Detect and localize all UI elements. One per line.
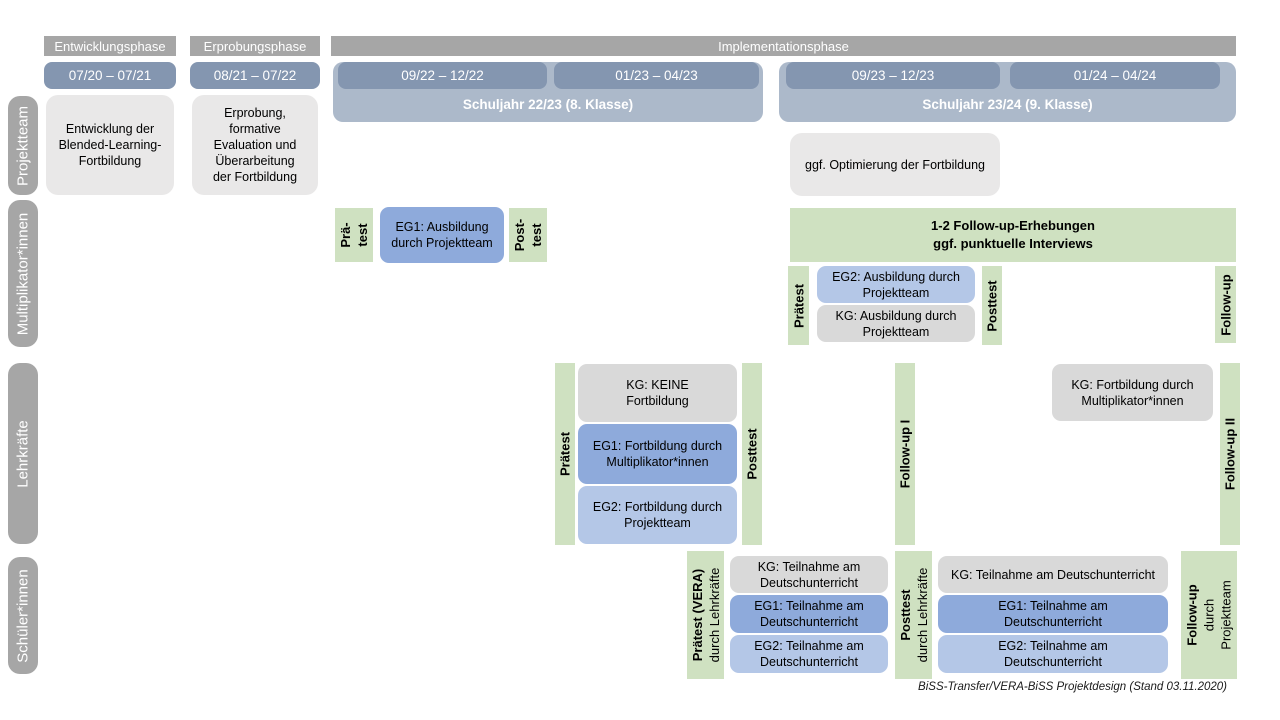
row-label-projektteam: Projektteam xyxy=(8,96,38,195)
vbar-praetest-lehrkraefte: Prätest xyxy=(555,363,575,545)
vbar-posttest-line1: Post- xyxy=(512,218,527,252)
box-kg-ausbildung-projektteam: KG: Ausbildung durch Projektteam xyxy=(817,305,975,342)
vbar-followup-1-text: Follow-up I xyxy=(897,419,913,489)
vbar-followup-2: Follow-up II xyxy=(1220,363,1240,545)
box-eg1-teilnahme-rechts: EG1: Teilnahme am Deutschunterricht xyxy=(938,595,1168,633)
vbar-posttest-multiplikatoren-1: Post-test xyxy=(509,208,547,262)
vbar-posttest-lehrkraefte-text: Posttest xyxy=(744,428,760,480)
box-kg-teilnahme-rechts: KG: Teilnahme am Deutschunterricht xyxy=(938,556,1168,593)
vbar-praetest2-text: Prätest xyxy=(791,283,806,328)
row-label-schuelerinnen: Schüler*innen xyxy=(8,557,38,674)
diagram-caption: BiSS-Transfer/VERA-BiSS Projektdesign (S… xyxy=(918,681,1227,693)
phase-bar-erprobungsphase: Erprobungsphase xyxy=(190,36,320,56)
vbar-posttest2-text: Posttest xyxy=(984,279,1000,332)
box-entwicklung-fortbildung: Entwicklung der Blended-Learning-Fortbil… xyxy=(46,95,174,195)
box-eg2-teilnahme-links: EG2: Teilnahme am Deutschunterricht xyxy=(730,635,888,673)
box-eg1-teilnahme-links: EG1: Teilnahme am Deutschunterricht xyxy=(730,595,888,633)
vbar-followup-1: Follow-up I xyxy=(895,363,915,545)
vbar-followup-text: Follow-up xyxy=(1218,273,1233,336)
vbar-praetest-multiplikatoren-1: Prä-test xyxy=(335,208,373,262)
phase-bar-entwicklungsphase: Entwicklungsphase xyxy=(44,36,176,56)
vbar-praetest-lehrkraefte-text: Prätest xyxy=(557,431,573,477)
box-eg1-ausbildung-projektteam: EG1: Ausbildung durch Projektteam xyxy=(380,207,504,263)
vbar-praetest-vera: Prätest (VERA)durch Lehrkräfte xyxy=(687,551,724,679)
vbar-posttest-schueler-line1: Posttest xyxy=(897,589,913,641)
row-label-schuelerinnen-text: Schüler*innen xyxy=(14,568,32,663)
row-label-lehrkraefte-text: Lehrkräfte xyxy=(14,419,32,488)
row-label-multiplikatorinnen-text: Multiplikator*innen xyxy=(14,212,32,335)
vbar-praetest-line1: Prä- xyxy=(338,222,353,248)
date-pill-0922-1222: 09/22 – 12/22 xyxy=(338,62,547,89)
box-eg1-fortbildung-multiplikatoren: EG1: Fortbildung durch Multiplikator*inn… xyxy=(578,424,737,484)
box-optimierung-fortbildung: ggf. Optimierung der Fortbildung xyxy=(790,133,1000,196)
date-pill-0124-0424: 01/24 – 04/24 xyxy=(1010,62,1220,89)
date-pill-0123-0423: 01/23 – 04/23 xyxy=(554,62,759,89)
date-pill-0923-1223: 09/23 – 12/23 xyxy=(786,62,1000,89)
row-label-multiplikatorinnen: Multiplikator*innen xyxy=(8,200,38,347)
vbar-praetest-vera-line2: durch Lehrkräfte xyxy=(706,567,722,663)
box-followup-erhebungen: 1-2 Follow-up-Erhebungen ggf. punktuelle… xyxy=(790,208,1236,262)
vbar-posttest-line2: test xyxy=(529,223,544,247)
vbar-praetest-multiplikatoren-2: Prätest xyxy=(788,266,809,345)
box-eg2-fortbildung-projektteam: EG2: Fortbildung durch Projektteam xyxy=(578,486,737,544)
date-pill-0720-0721: 07/20 – 07/21 xyxy=(44,62,176,89)
vbar-posttest-lehrkraefte: Posttest xyxy=(742,363,762,545)
box-eg2-teilnahme-rechts: EG2: Teilnahme am Deutschunterricht xyxy=(938,635,1168,673)
vbar-followup-projektteam-line2: durch xyxy=(1201,598,1217,632)
vbar-followup-multiplikatoren: Follow-up xyxy=(1215,266,1236,343)
box-kg-teilnahme-links: KG: Teilnahme am Deutschunterricht xyxy=(730,556,888,593)
date-pill-0821-0722: 08/21 – 07/22 xyxy=(190,62,320,89)
followup-erhebungen-line2: ggf. punktuelle Interviews xyxy=(933,236,1093,251)
followup-erhebungen-line1: 1-2 Follow-up-Erhebungen xyxy=(931,218,1095,234)
vbar-followup-projektteam-line3: Projektteam xyxy=(1218,580,1234,650)
vbar-praetest-line2: test xyxy=(355,223,370,247)
box-erprobung-evaluation: Erprobung, formative Evaluation und Über… xyxy=(192,95,318,195)
vbar-praetest-vera-line1: Prätest (VERA) xyxy=(689,568,705,662)
box-kg-fortbildung-multiplikatoren: KG: Fortbildung durch Multiplikator*inne… xyxy=(1052,364,1213,421)
phase-bar-implementationsphase: Implementationsphase xyxy=(331,36,1236,56)
box-eg2-ausbildung-projektteam: EG2: Ausbildung durch Projektteam xyxy=(817,266,975,303)
row-label-projektteam-text: Projektteam xyxy=(14,105,32,186)
vbar-followup-2-text: Follow-up II xyxy=(1222,417,1238,491)
vbar-followup-projektteam-line1: Follow-up xyxy=(1184,584,1200,646)
vbar-posttest-multiplikatoren-2: Posttest xyxy=(982,266,1002,345)
vbar-posttest-schueler-line2: durch Lehrkräfte xyxy=(914,567,930,663)
box-kg-keine-fortbildung: KG: KEINE Fortbildung xyxy=(578,364,737,422)
row-label-lehrkraefte: Lehrkräfte xyxy=(8,363,38,544)
